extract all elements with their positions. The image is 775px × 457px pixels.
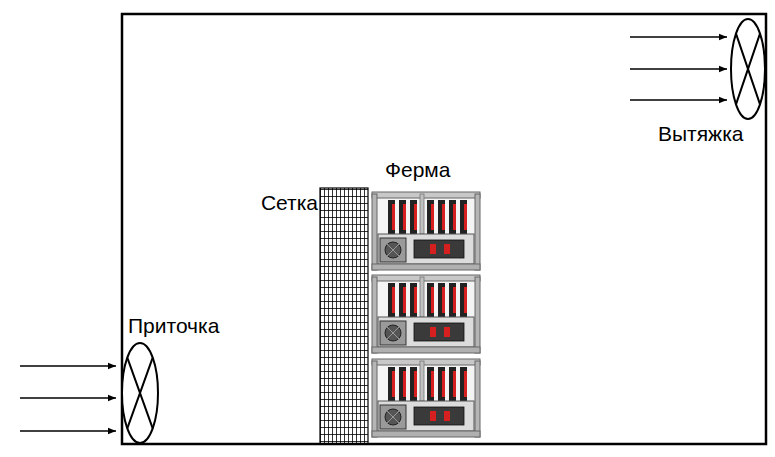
exhaust-fan	[731, 19, 765, 119]
exhaust-arrows	[630, 37, 727, 100]
room-outline	[122, 14, 766, 444]
mining-rig	[372, 275, 480, 353]
part-label: Приточка	[128, 313, 219, 338]
part-label: Ферма	[385, 157, 450, 182]
intake-arrows	[20, 366, 116, 431]
mining-rig	[372, 192, 480, 270]
part-label: Сетка	[261, 190, 318, 215]
part-label: Вытяжка	[658, 121, 743, 146]
mining-rig	[372, 359, 480, 437]
mesh-screen	[320, 188, 368, 444]
intake-fan	[122, 343, 158, 443]
